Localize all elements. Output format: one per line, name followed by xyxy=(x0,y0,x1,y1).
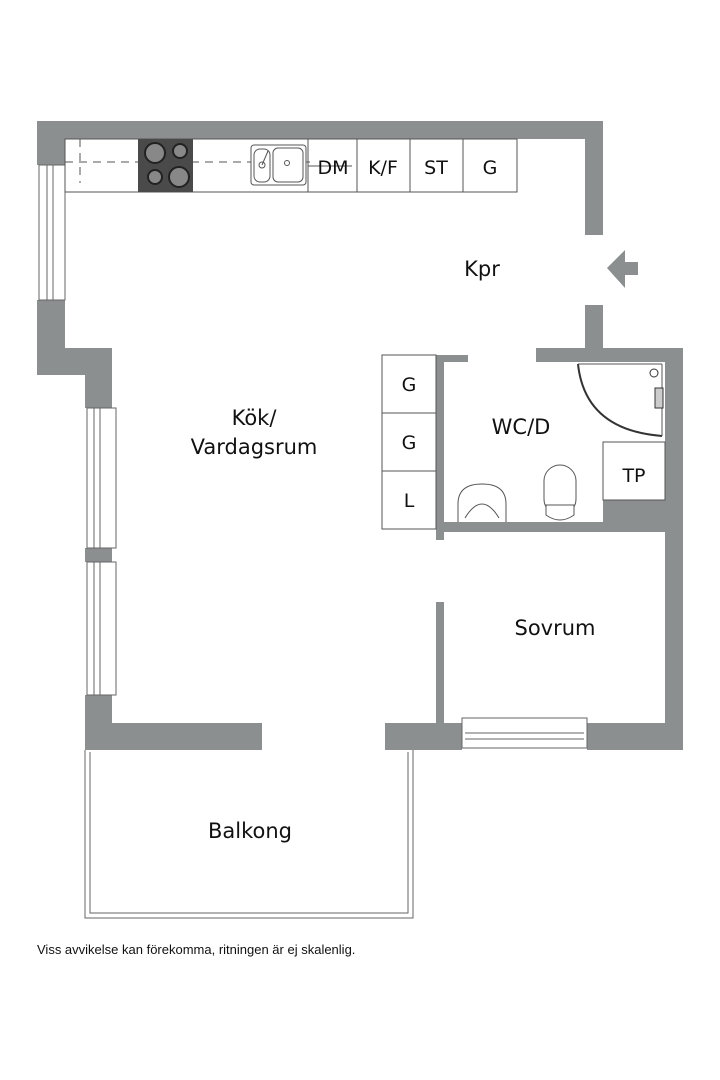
washbasin-icon xyxy=(457,483,507,522)
room-bathroom: WC/D xyxy=(492,415,551,439)
label-kf: K/F xyxy=(368,157,398,179)
label-dm: DM xyxy=(317,157,348,179)
label-tp: TP xyxy=(621,465,645,487)
label-l: L xyxy=(404,490,415,512)
bathroom-fixtures xyxy=(457,363,666,522)
stove-icon xyxy=(138,139,193,192)
toilet-icon xyxy=(543,464,577,521)
balcony xyxy=(84,750,414,919)
label-g2: G xyxy=(402,432,417,454)
label-g1: G xyxy=(402,374,417,396)
walls xyxy=(37,121,683,750)
room-hall: Kpr xyxy=(464,257,500,281)
label-g-kitchen: G xyxy=(483,157,498,179)
label-st: ST xyxy=(424,157,448,179)
room-kitchen-living: Kök/ xyxy=(232,406,278,430)
windows xyxy=(38,164,588,749)
room-balcony: Balkong xyxy=(208,819,292,843)
shower-icon xyxy=(577,363,663,437)
room-kitchen-living-2: Vardagsrum xyxy=(191,435,318,459)
disclaimer-note: Viss avvikelse kan förekomma, ritningen … xyxy=(37,942,356,957)
hall-wardrobes xyxy=(381,354,437,530)
room-bedroom: Sovrum xyxy=(514,616,595,640)
kitchen-counter xyxy=(64,138,518,193)
sink-icon xyxy=(250,144,307,186)
entrance-arrow-icon xyxy=(607,250,638,288)
